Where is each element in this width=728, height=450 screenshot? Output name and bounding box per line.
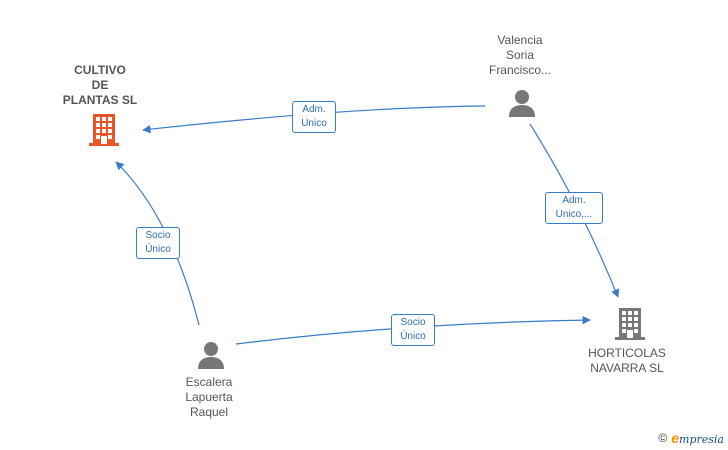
edge-label-line: Único bbox=[145, 244, 171, 255]
node-label-line: NAVARRA SL bbox=[590, 361, 664, 375]
edge-label-escalera-horticolas[interactable]: Socio Único bbox=[391, 314, 435, 346]
building-icon bbox=[615, 308, 645, 340]
edge-label-line: Unico,... bbox=[555, 209, 593, 220]
node-escalera-label[interactable]: Escalera Lapuerta Raquel bbox=[159, 375, 259, 420]
brand-initial: e bbox=[671, 430, 680, 446]
edge-label-line: Socio bbox=[145, 230, 171, 241]
brand-rest: mpresia bbox=[679, 433, 724, 446]
node-label-line: Lapuerta bbox=[185, 390, 233, 404]
empresia-logo: empresia bbox=[671, 430, 724, 446]
building-icon bbox=[89, 114, 119, 146]
edge-label-valencia-cultivo[interactable]: Adm. Unico bbox=[292, 101, 336, 133]
node-label-line: PLANTAS SL bbox=[62, 93, 138, 107]
empresia-watermark[interactable]: © empresia bbox=[658, 430, 724, 446]
edge-label-escalera-cultivo[interactable]: Socio Único bbox=[136, 227, 180, 259]
node-label-line: HORTICOLAS bbox=[588, 346, 666, 360]
person-icon bbox=[509, 90, 535, 117]
edge-label-line: Adm. bbox=[562, 195, 586, 206]
edge-label-line: Único bbox=[400, 331, 426, 342]
node-cultivo-label[interactable]: CULTIVO DE PLANTAS SL bbox=[50, 63, 150, 108]
edge-label-line: Adm. bbox=[302, 104, 326, 115]
node-label-line: Raquel bbox=[189, 405, 229, 419]
edge-label-valencia-horticolas[interactable]: Adm. Unico,... bbox=[545, 192, 603, 224]
person-icon bbox=[198, 342, 224, 369]
node-label-line: DE bbox=[91, 78, 109, 92]
copyright-symbol: © bbox=[658, 431, 668, 445]
node-label-line: Valencia bbox=[497, 33, 543, 47]
node-label-line: Francisco... bbox=[488, 63, 551, 77]
node-label-line: Escalera bbox=[185, 375, 233, 389]
node-label-line: Soria bbox=[505, 48, 534, 62]
edge-label-line: Unico bbox=[301, 118, 327, 129]
node-label-line: CULTIVO bbox=[74, 63, 126, 77]
edge-label-line: Socio bbox=[400, 317, 426, 328]
node-horticolas-label[interactable]: HORTICOLAS NAVARRA SL bbox=[577, 346, 677, 376]
node-valencia-label[interactable]: Valencia Soria Francisco... bbox=[470, 33, 570, 78]
